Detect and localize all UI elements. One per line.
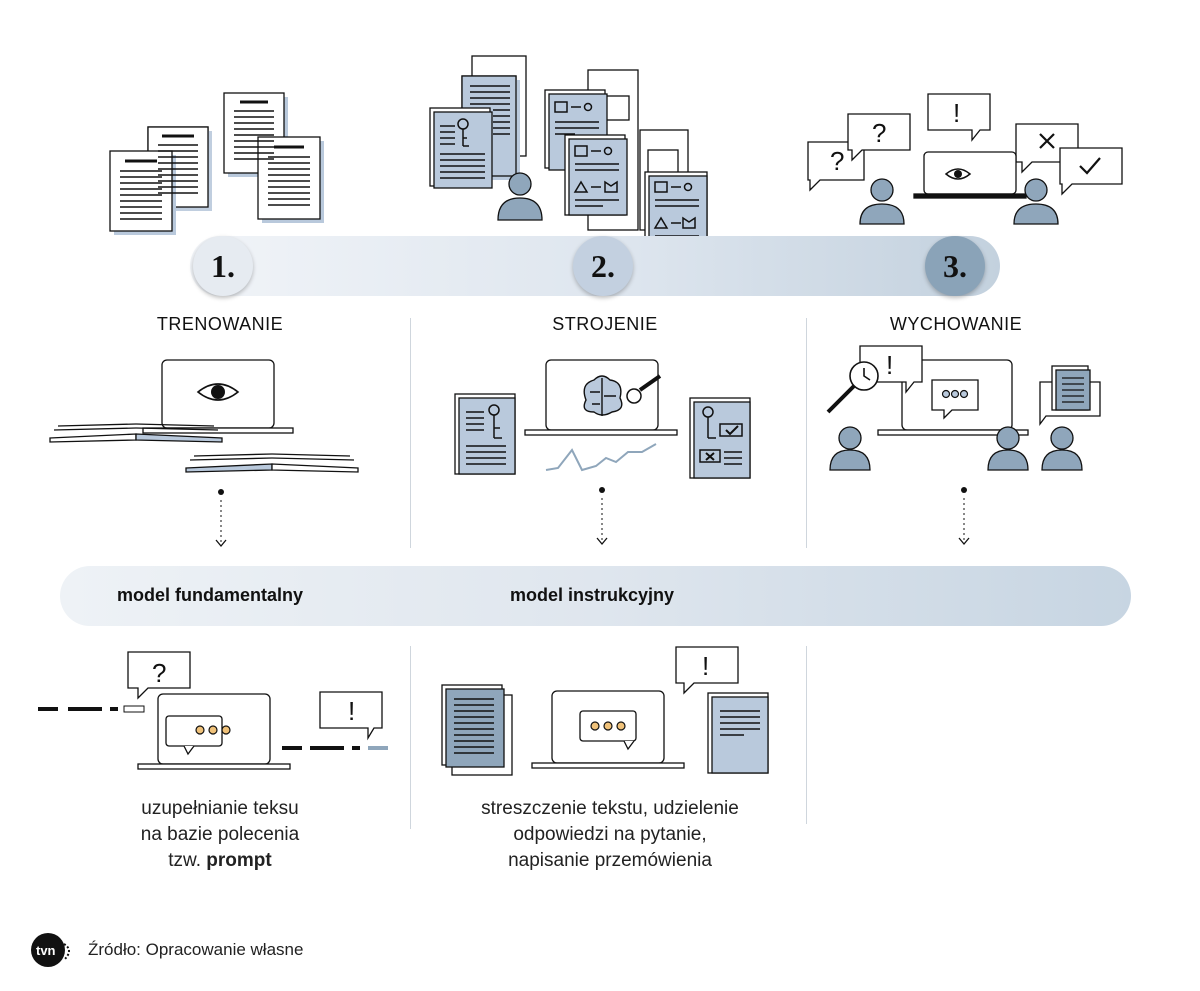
question-icon: ? [152,658,166,688]
exclamation-icon: ! [953,98,960,128]
conversation-illustration: ? ? ! [807,93,1123,225]
arrow-down-icon [215,489,227,548]
description-line: streszczenie tekstu, udzielenie [481,798,739,819]
check-icon [1079,157,1101,175]
summary-answer-illustration: ! [441,646,769,776]
fundamental-model-description: uzupełnianie teksu na bazie polecenia tz… [80,796,360,874]
question-icon: ? [830,146,844,176]
column-divider [806,646,807,824]
stage-title-tuning: STROJENIE [552,314,658,334]
arrow-down-icon [958,487,970,546]
dots-icon [941,389,969,399]
description-line: odpowiedzi na pytanie, [513,824,707,845]
svg-text:tvn: tvn [36,943,56,958]
step-1-badge: 1. [193,236,253,296]
exclamation-icon: ! [886,350,893,380]
performance-line-chart [545,443,657,472]
description-line: napisanie przemówienia [508,850,712,871]
column-divider [806,318,807,548]
description-line-prefix: tzw. [168,850,207,871]
eye-icon [944,168,972,180]
brain-icon [583,375,623,416]
column-divider [410,318,411,548]
description-line: tzw. prompt [80,848,360,874]
eye-icon [196,383,240,401]
laptop-reading-books-illustration [49,359,359,473]
step-3-badge: 3. [925,236,985,296]
source-note: Źródło: Opracowanie własne [88,940,304,959]
description-line: uzupełnianie teksu [141,798,299,819]
exclamation-icon: ! [702,651,709,681]
column-divider [410,646,411,829]
step-2-badge: 2. [573,236,633,296]
cross-icon [705,452,715,461]
model-instruction-label: model instrukcyjny [510,585,675,605]
cross-icon [1039,133,1055,149]
dots-icon [195,725,231,735]
laptop-brain-tuning-illustration [454,359,751,479]
dots-icon [590,721,626,731]
tvn24-logo: tvn [31,933,70,967]
arrow-down-icon [596,487,608,546]
stage-title-upbringing: WYCHOWANIE [889,314,1023,334]
wrench-icon [626,374,662,404]
model-types-bar [60,566,1131,626]
instruction-model-description: streszczenie tekstu, udzielenie odpowied… [440,796,780,874]
stage-title-training: TRENOWANIE [156,314,284,334]
question-icon: ? [872,118,886,148]
prompt-term: prompt [206,850,272,871]
exclamation-icon: ! [348,696,355,726]
documents-with-person-illustration [429,55,708,253]
description-line: na bazie polecenia [140,824,300,845]
check-icon [725,425,739,436]
laptop-people-feedback-illustration: ! [826,345,1101,471]
prompt-completion-illustration: ? ! [38,651,388,770]
documents-stack-illustration [109,92,324,235]
model-fundamental-label: model fundamentalny [117,585,304,605]
magnifier-icon [826,361,879,414]
